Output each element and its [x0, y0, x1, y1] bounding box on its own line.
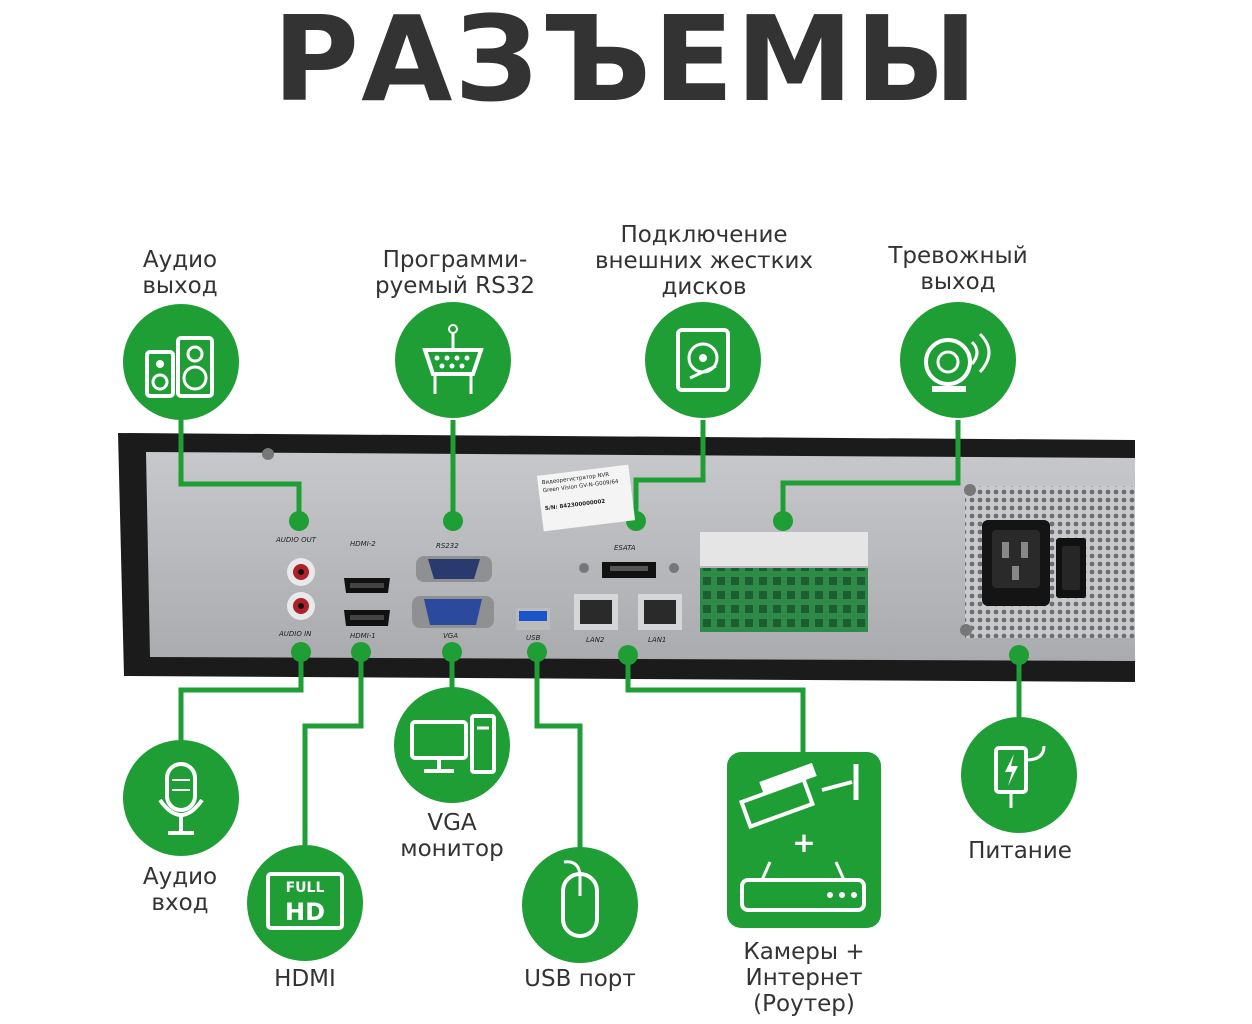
hdmi-label: HDMI [274, 966, 336, 992]
svg-text:FULL: FULL [286, 880, 325, 896]
lan2-port-label: LAN2 [586, 636, 605, 644]
svg-text:HD: HD [285, 898, 325, 926]
power-adapter-icon [961, 717, 1077, 833]
audio-in-port-label: AUDIO IN [279, 630, 312, 638]
vga-port-label: VGA [443, 632, 459, 640]
usb-port-label: USB [526, 634, 541, 642]
lan1-port-label: LAN1 [648, 636, 667, 644]
hdmi2-port-label: HDMI-2 [350, 540, 376, 548]
audio-out-label: Аудио выход [142, 247, 218, 299]
vga-label: VGA монитор [400, 810, 504, 862]
esata-port-label: ESATA [614, 544, 636, 552]
lan-plus-sign: + [792, 826, 815, 859]
serial-port-icon [395, 302, 511, 418]
lan-label: Камеры + Интернет (Роутер) [743, 939, 865, 1017]
speakers-icon [123, 304, 239, 420]
alarm-label: Тревожный выход [888, 243, 1028, 295]
hard-disk-icon [645, 302, 761, 418]
full-hd-icon: FULL HD [247, 845, 363, 961]
rs232-port-label: RS232 [436, 542, 459, 550]
connector-lines [178, 420, 1022, 850]
power-label: Питание [968, 838, 1072, 864]
usb-label: USB порт [524, 966, 636, 992]
hdmi1-port-label: HDMI-1 [350, 632, 376, 640]
audio-out-port-label: AUDIO OUT [276, 536, 317, 544]
sticker-serial: S/N: 842300000002 [544, 498, 606, 513]
alarm-terminal-block [700, 568, 868, 632]
connector-dots [289, 511, 1029, 665]
camera-router-icon: + [727, 752, 881, 928]
mouse-icon [522, 847, 638, 963]
microphone-icon [123, 740, 239, 856]
alarm-bell-icon [900, 302, 1016, 418]
rs232-label: Программи- руемый RS32 [375, 247, 535, 299]
computer-monitor-icon [394, 687, 510, 803]
nvr-chassis [118, 433, 1135, 682]
audio-in-label: Аудио вход [142, 864, 218, 916]
esata-label: Подключение внешних жестких дисков [594, 222, 814, 300]
alarm-terminal-labels [700, 532, 868, 566]
page-title: РАЗЪЕМЫ [272, 0, 980, 128]
device-sticker: Видеорегистратор NVR Green Vision GV-N-G… [536, 464, 636, 532]
